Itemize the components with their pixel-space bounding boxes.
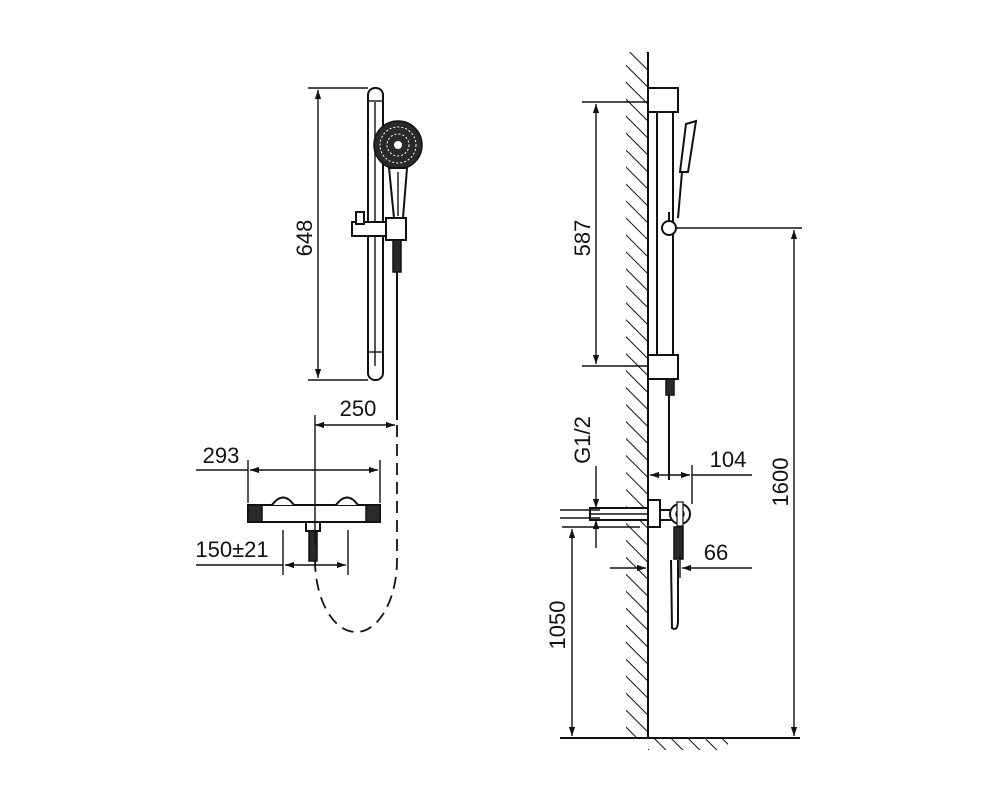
- dim-1050-label: 1050: [545, 601, 570, 650]
- dim-648-label: 648: [292, 220, 317, 257]
- dim-g12-label: G1/2: [570, 416, 595, 464]
- hand-shower-side-icon: [677, 119, 698, 219]
- thermostatic-mixer: [247, 496, 381, 562]
- side-view: 587 G1/2 104 66 1050: [545, 52, 802, 750]
- dim-150-label: 150±21: [195, 537, 268, 562]
- dim-mixer-projection: 104: [650, 447, 752, 504]
- mixer-side: [589, 499, 691, 560]
- shower-hose-side: [668, 395, 679, 630]
- dim-bar-to-mixer: 250: [314, 396, 395, 545]
- dim-bracket-spacing: 587: [570, 101, 648, 367]
- hand-shower-icon: [373, 120, 423, 219]
- dim-mixer-height: 1050: [545, 526, 640, 736]
- front-view: 648 250 293 150±21: [195, 87, 423, 633]
- dim-outlet-offset: 66: [610, 540, 752, 578]
- dim-inlet-centres: 150±21: [195, 530, 349, 575]
- dim-bar-height: 648: [292, 87, 368, 381]
- slider-holder: [351, 211, 407, 241]
- dim-104-label: 104: [710, 447, 747, 472]
- dim-1600-label: 1600: [768, 458, 793, 507]
- dim-66-label: 66: [704, 540, 728, 565]
- dim-293-label: 293: [203, 443, 240, 468]
- dim-250-label: 250: [340, 396, 377, 421]
- slide-rail-side: [647, 87, 679, 396]
- dim-bar-top-height: 1600: [676, 227, 802, 736]
- dim-mixer-width: 293: [196, 443, 381, 503]
- shower-hose: [314, 239, 402, 633]
- dim-587-label: 587: [570, 220, 595, 257]
- dim-inlet-thread: G1/2: [560, 416, 600, 548]
